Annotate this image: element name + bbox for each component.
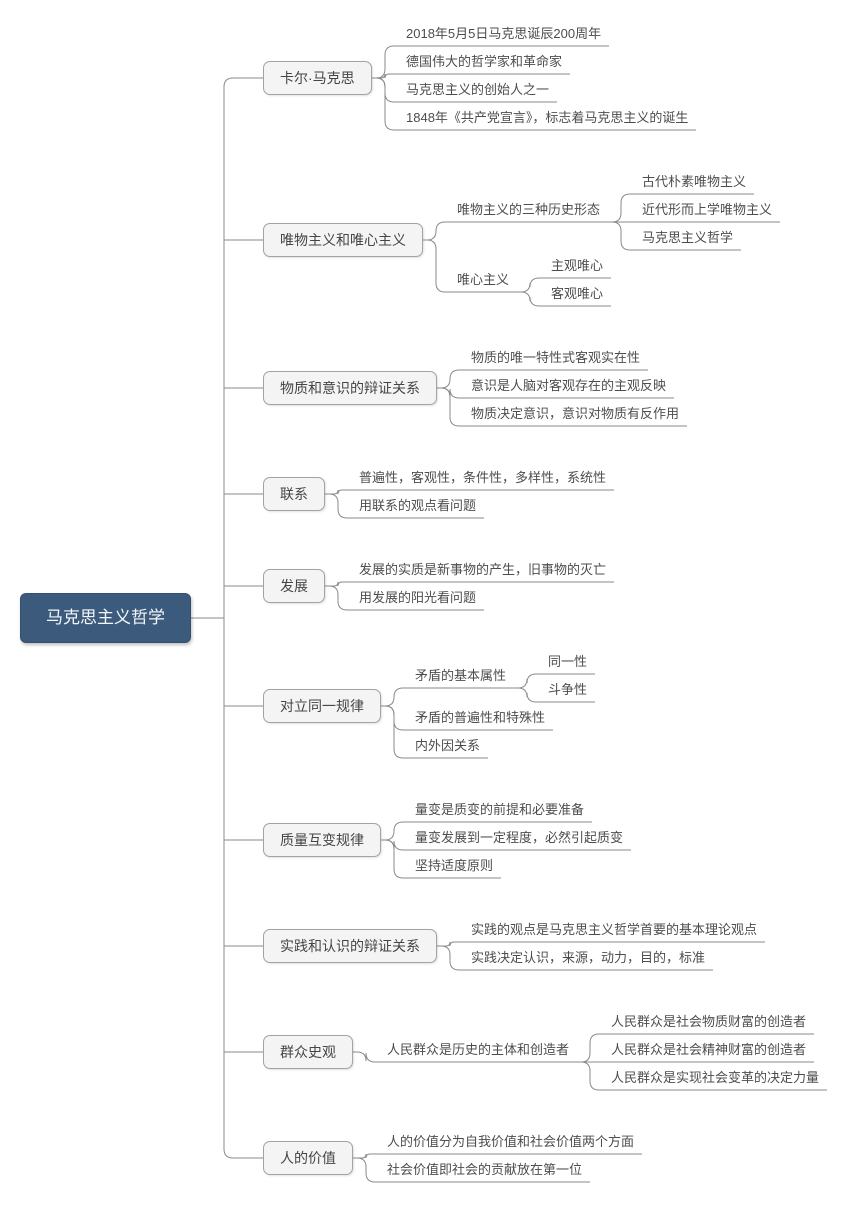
branch-node[interactable]: 群众史观	[263, 1035, 353, 1069]
mindmap-leaf[interactable]: 马克思主义哲学	[642, 230, 734, 245]
connector-path	[437, 369, 648, 389]
connector-path	[381, 821, 592, 841]
mindmap-leaf[interactable]: 用发展的阳光看问题	[359, 590, 477, 605]
mindmap-leaf[interactable]: 内外因关系	[415, 738, 481, 753]
mindmap-leaf[interactable]: 发展的实质是新事物的产生，旧事物的灭亡	[359, 562, 607, 577]
mindmap-leaf[interactable]: 主观唯心	[551, 258, 604, 273]
connector-path	[381, 705, 488, 759]
branch-node[interactable]: 质量互变规律	[263, 823, 381, 857]
connector-path	[325, 581, 614, 587]
connector-path	[325, 585, 484, 611]
root-node[interactable]: 马克思主义哲学	[20, 593, 191, 643]
mindmap-leaf[interactable]: 量变发展到一定程度，必然引起质变	[415, 830, 624, 845]
connector-path	[223, 77, 234, 1159]
connector-path	[514, 673, 595, 689]
connector-path	[353, 1051, 577, 1063]
connector-path	[381, 687, 514, 707]
connector-path	[381, 839, 501, 879]
branch-node[interactable]: 联系	[263, 477, 325, 511]
mindmap-leaf[interactable]: 客观唯心	[551, 286, 604, 301]
mindmap-leaf[interactable]: 马克思主义的创始人之一	[406, 82, 550, 97]
connector-path	[423, 221, 608, 241]
mindmap-leaf[interactable]: 人民群众是实现社会变革的决定力量	[611, 1070, 820, 1085]
mindmap-leaf[interactable]: 古代朴素唯物主义	[642, 174, 747, 189]
mindmap-leaf[interactable]: 同一性	[548, 654, 588, 669]
connector-path	[437, 945, 713, 971]
branch-node[interactable]: 实践和认识的辩证关系	[263, 929, 437, 963]
mindmap-leaf[interactable]: 物质决定意识，意识对物质有反作用	[471, 406, 680, 421]
mindmap-topic[interactable]: 人民群众是历史的主体和创造者	[387, 1042, 570, 1057]
branch-node[interactable]: 发展	[263, 569, 325, 603]
connector-path	[372, 77, 696, 131]
branch-node[interactable]: 人的价值	[263, 1141, 353, 1175]
connector-path	[353, 1153, 642, 1159]
connector-path	[325, 493, 484, 519]
mindmap-leaf[interactable]: 人的价值分为自我价值和社会价值两个方面	[387, 1134, 635, 1149]
connector-path	[372, 73, 570, 79]
mindmap-leaf[interactable]: 斗争性	[548, 682, 588, 697]
connector-path	[437, 387, 687, 427]
branch-node[interactable]: 物质和意识的辩证关系	[263, 371, 437, 405]
mindmap-leaf[interactable]: 1848年《共产党宣言》，标志着马克思主义的诞生	[406, 110, 689, 125]
mindmap-topic[interactable]: 唯物主义的三种历史形态	[457, 202, 601, 217]
connector-path	[608, 221, 741, 251]
branch-node[interactable]: 对立同一规律	[263, 689, 381, 723]
branch-node[interactable]: 卡尔·马克思	[263, 61, 372, 95]
mindmap-leaf[interactable]: 意识是人脑对客观存在的主观反映	[471, 378, 667, 393]
connector-path	[514, 687, 595, 703]
mindmap-leaf[interactable]: 德国伟大的哲学家和革命家	[406, 54, 563, 69]
mindmap-leaf[interactable]: 用联系的观点看问题	[359, 498, 477, 513]
mindmap-leaf[interactable]: 近代形而上学唯物主义	[642, 202, 773, 217]
mindmap-leaf[interactable]: 人民群众是社会物质财富的创造者	[611, 1014, 807, 1029]
mindmap-leaf[interactable]: 2018年5月5日马克思诞辰200周年	[406, 26, 602, 41]
mindmap-leaf[interactable]: 社会价值即社会的贡献放在第一位	[387, 1162, 583, 1177]
mindmap-topic[interactable]: 矛盾的基本属性	[415, 668, 507, 683]
connector-path	[325, 489, 614, 495]
mindmap-leaf[interactable]: 坚持适度原则	[415, 858, 494, 873]
mindmap-leaf[interactable]: 人民群众是社会精神财富的创造者	[611, 1042, 807, 1057]
branch-node[interactable]: 唯物主义和唯心主义	[263, 223, 423, 257]
mindmap-leaf[interactable]: 实践决定认识，来源，动力，目的，标准	[471, 950, 706, 965]
connector-path	[517, 291, 611, 307]
mindmap-leaf[interactable]: 矛盾的普遍性和特殊性	[415, 710, 546, 725]
connector-path	[353, 1157, 590, 1183]
connector-path	[577, 1061, 827, 1091]
mindmap-leaf[interactable]: 量变是质变的前提和必要准备	[415, 802, 585, 817]
connector-path	[423, 239, 517, 293]
mindmap-leaf[interactable]: 普遍性，客观性，条件性，多样性，系统性	[359, 470, 607, 485]
mindmap-topic[interactable]: 唯心主义	[457, 272, 510, 287]
connector-path	[517, 277, 611, 293]
mindmap-leaf[interactable]: 物质的唯一特性式客观实在性	[471, 350, 641, 365]
mindmap-leaf[interactable]: 实践的观点是马克思主义哲学首要的基本理论观点	[471, 922, 758, 937]
connector-path	[437, 941, 765, 947]
